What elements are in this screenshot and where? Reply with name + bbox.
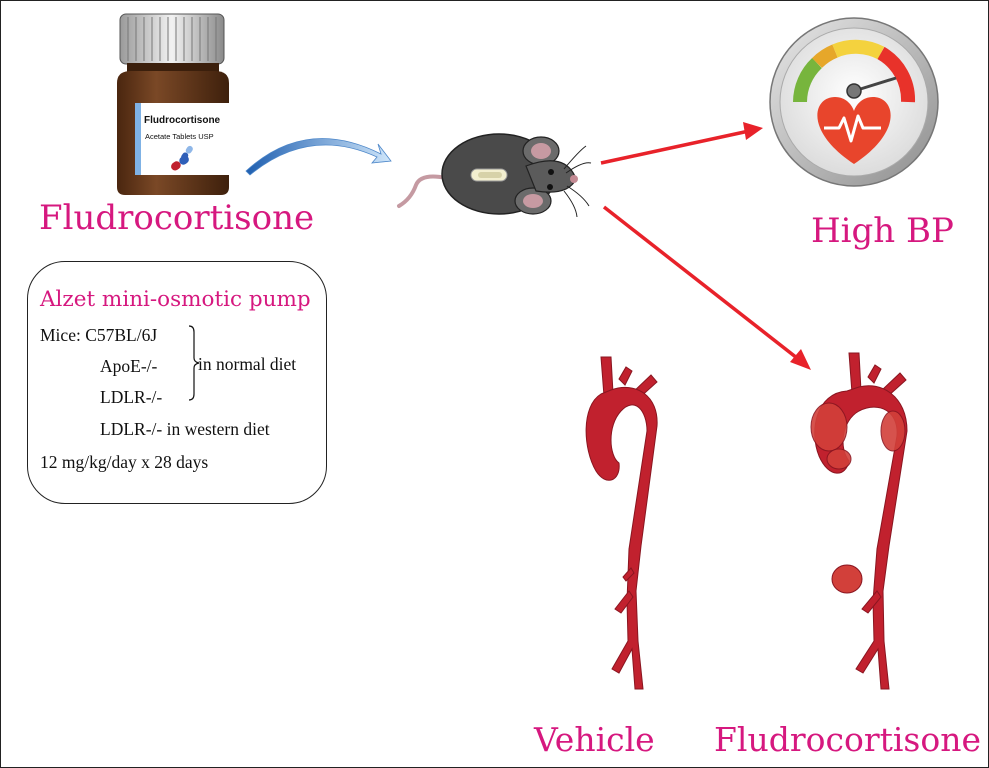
bracket-icon [188,325,200,401]
bottle-label-subtitle: Acetate Tablets USP [145,132,214,141]
drug-title: Fludrocortisone [39,198,315,238]
pill-bottle-icon [117,13,229,195]
aorta-label-fludrocortisone: Fludrocortisone [714,720,981,759]
aorta-label-vehicle: Vehicle [534,720,655,759]
aorta-vehicle-icon [585,356,658,690]
red-arrow-down [602,205,811,370]
ldlr-western-line: LDLR-/- in western diet [100,419,270,439]
info-box-title: Alzet mini-osmotic pump [40,287,311,312]
treatment-info-box: Alzet mini-osmotic pump Mice: C57BL/6J A… [27,261,327,504]
red-arrow-up [600,122,763,165]
outcome-label-high-bp: High BP [811,211,954,251]
normal-diet-note: in normal diet [198,354,297,374]
ldlr-line: LDLR-/- [100,387,163,407]
mouse-icon [397,133,592,218]
curved-arrow-icon [245,138,392,176]
aorta-fludrocortisone-icon [810,352,908,690]
bottle-label-drug-name: Fludrocortisone [144,115,221,126]
apoe-line: ApoE-/- [100,356,158,376]
mice-line: Mice: C57BL/6J [40,325,158,345]
dose-line: 12 mg/kg/day x 28 days [40,452,209,472]
blood-pressure-gauge-icon [769,17,939,187]
